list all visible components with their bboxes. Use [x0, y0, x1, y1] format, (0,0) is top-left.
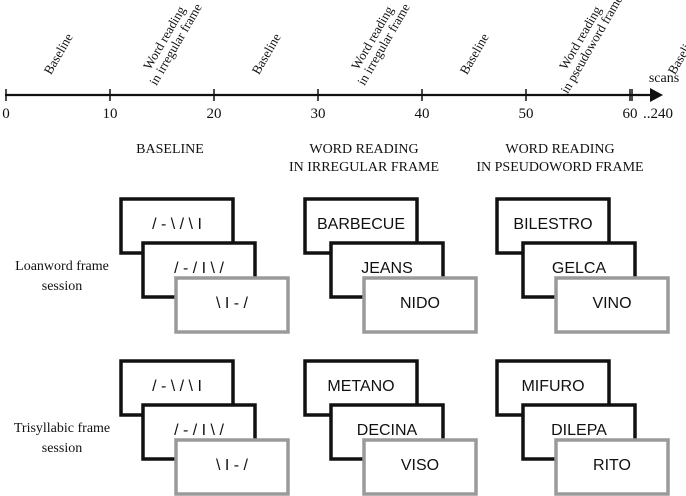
stimulus-text: DECINA [357, 422, 418, 439]
timeline-block-label: Word readingin irregular frame [135, 0, 205, 88]
card-stack: METANO DECINA VISO [303, 359, 478, 496]
timeline-block-label: Word readingin pseudoword frame [546, 0, 626, 96]
timeline-block-text: Baseline [456, 30, 491, 76]
timeline-tick-label: 30 [311, 106, 326, 122]
timeline-block-label: Word readingin irregular frame [343, 0, 413, 88]
card-stack: BILESTRO GELCA VINO [495, 197, 670, 334]
timeline-tick-label: 10 [103, 106, 118, 122]
stimulus-card-current [554, 438, 670, 496]
card-stack: BARBECUE JEANS NIDO [303, 197, 478, 334]
timeline-tick-label: 20 [207, 106, 222, 122]
timeline-block-text: Baseline [40, 30, 75, 76]
stimulus-text: NIDO [400, 295, 440, 312]
stimulus-text: / - \ / \ I [152, 216, 202, 233]
timeline-block-text: Word readingin pseudoword frame [546, 0, 626, 96]
stimulus-card-current [362, 276, 478, 334]
stimulus-text: MIFURO [521, 378, 584, 395]
stimulus-text: / - / I \ / [174, 422, 224, 439]
timeline-tick-label: 50 [519, 106, 534, 122]
stimulus-text: GELCA [552, 260, 607, 277]
card-stack: MIFURO DILEPA RITO [495, 359, 670, 496]
stimulus-text: BILESTRO [513, 216, 592, 233]
stimulus-text: DILEPA [551, 422, 607, 439]
stimulus-card-current [174, 276, 290, 334]
stimulus-text: METANO [327, 378, 394, 395]
timeline-block-label: Baseline [456, 30, 491, 76]
stimulus-text: \ I - / [216, 457, 249, 474]
stimulus-text: RITO [593, 457, 631, 474]
stimulus-card-current [362, 438, 478, 496]
timeline-tick-label: 40 [415, 106, 430, 122]
stimulus-text: \ I - / [216, 295, 249, 312]
stimulus-card-current [174, 438, 290, 496]
stimulus-card-current [554, 276, 670, 334]
stimulus-text: JEANS [361, 260, 413, 277]
timeline-block-text: Baseline [248, 30, 283, 76]
stimulus-text: VISO [401, 457, 439, 474]
stimulus-text: / - / I \ / [174, 260, 224, 277]
stimulus-text: BARBECUE [317, 216, 405, 233]
column-title: BASELINE [136, 142, 204, 157]
stimulus-text: VINO [592, 295, 631, 312]
timeline-tick-label: 0 [2, 106, 10, 122]
card-stack: / - \ / \ I / - / I \ / \ I - / [119, 197, 290, 334]
timeline-block-label: Baseline [664, 30, 686, 76]
timeline-end-label: ..240 [643, 106, 673, 122]
stimulus-text: / - \ / \ I [152, 378, 202, 395]
timeline-block-text: Word readingin irregular frame [343, 0, 413, 88]
timeline-block-text: Word readingin irregular frame [135, 0, 205, 88]
timeline-tick-label: 60 [623, 106, 638, 122]
timeline-block-label: Baseline [248, 30, 283, 76]
timeline-arrowhead [650, 88, 663, 102]
timeline-unit-label: scans [649, 71, 679, 86]
timeline-block-label: Baseline [40, 30, 75, 76]
timeline-block-text: Baseline [664, 30, 686, 76]
card-stack: / - \ / \ I / - / I \ / \ I - / [119, 359, 290, 496]
